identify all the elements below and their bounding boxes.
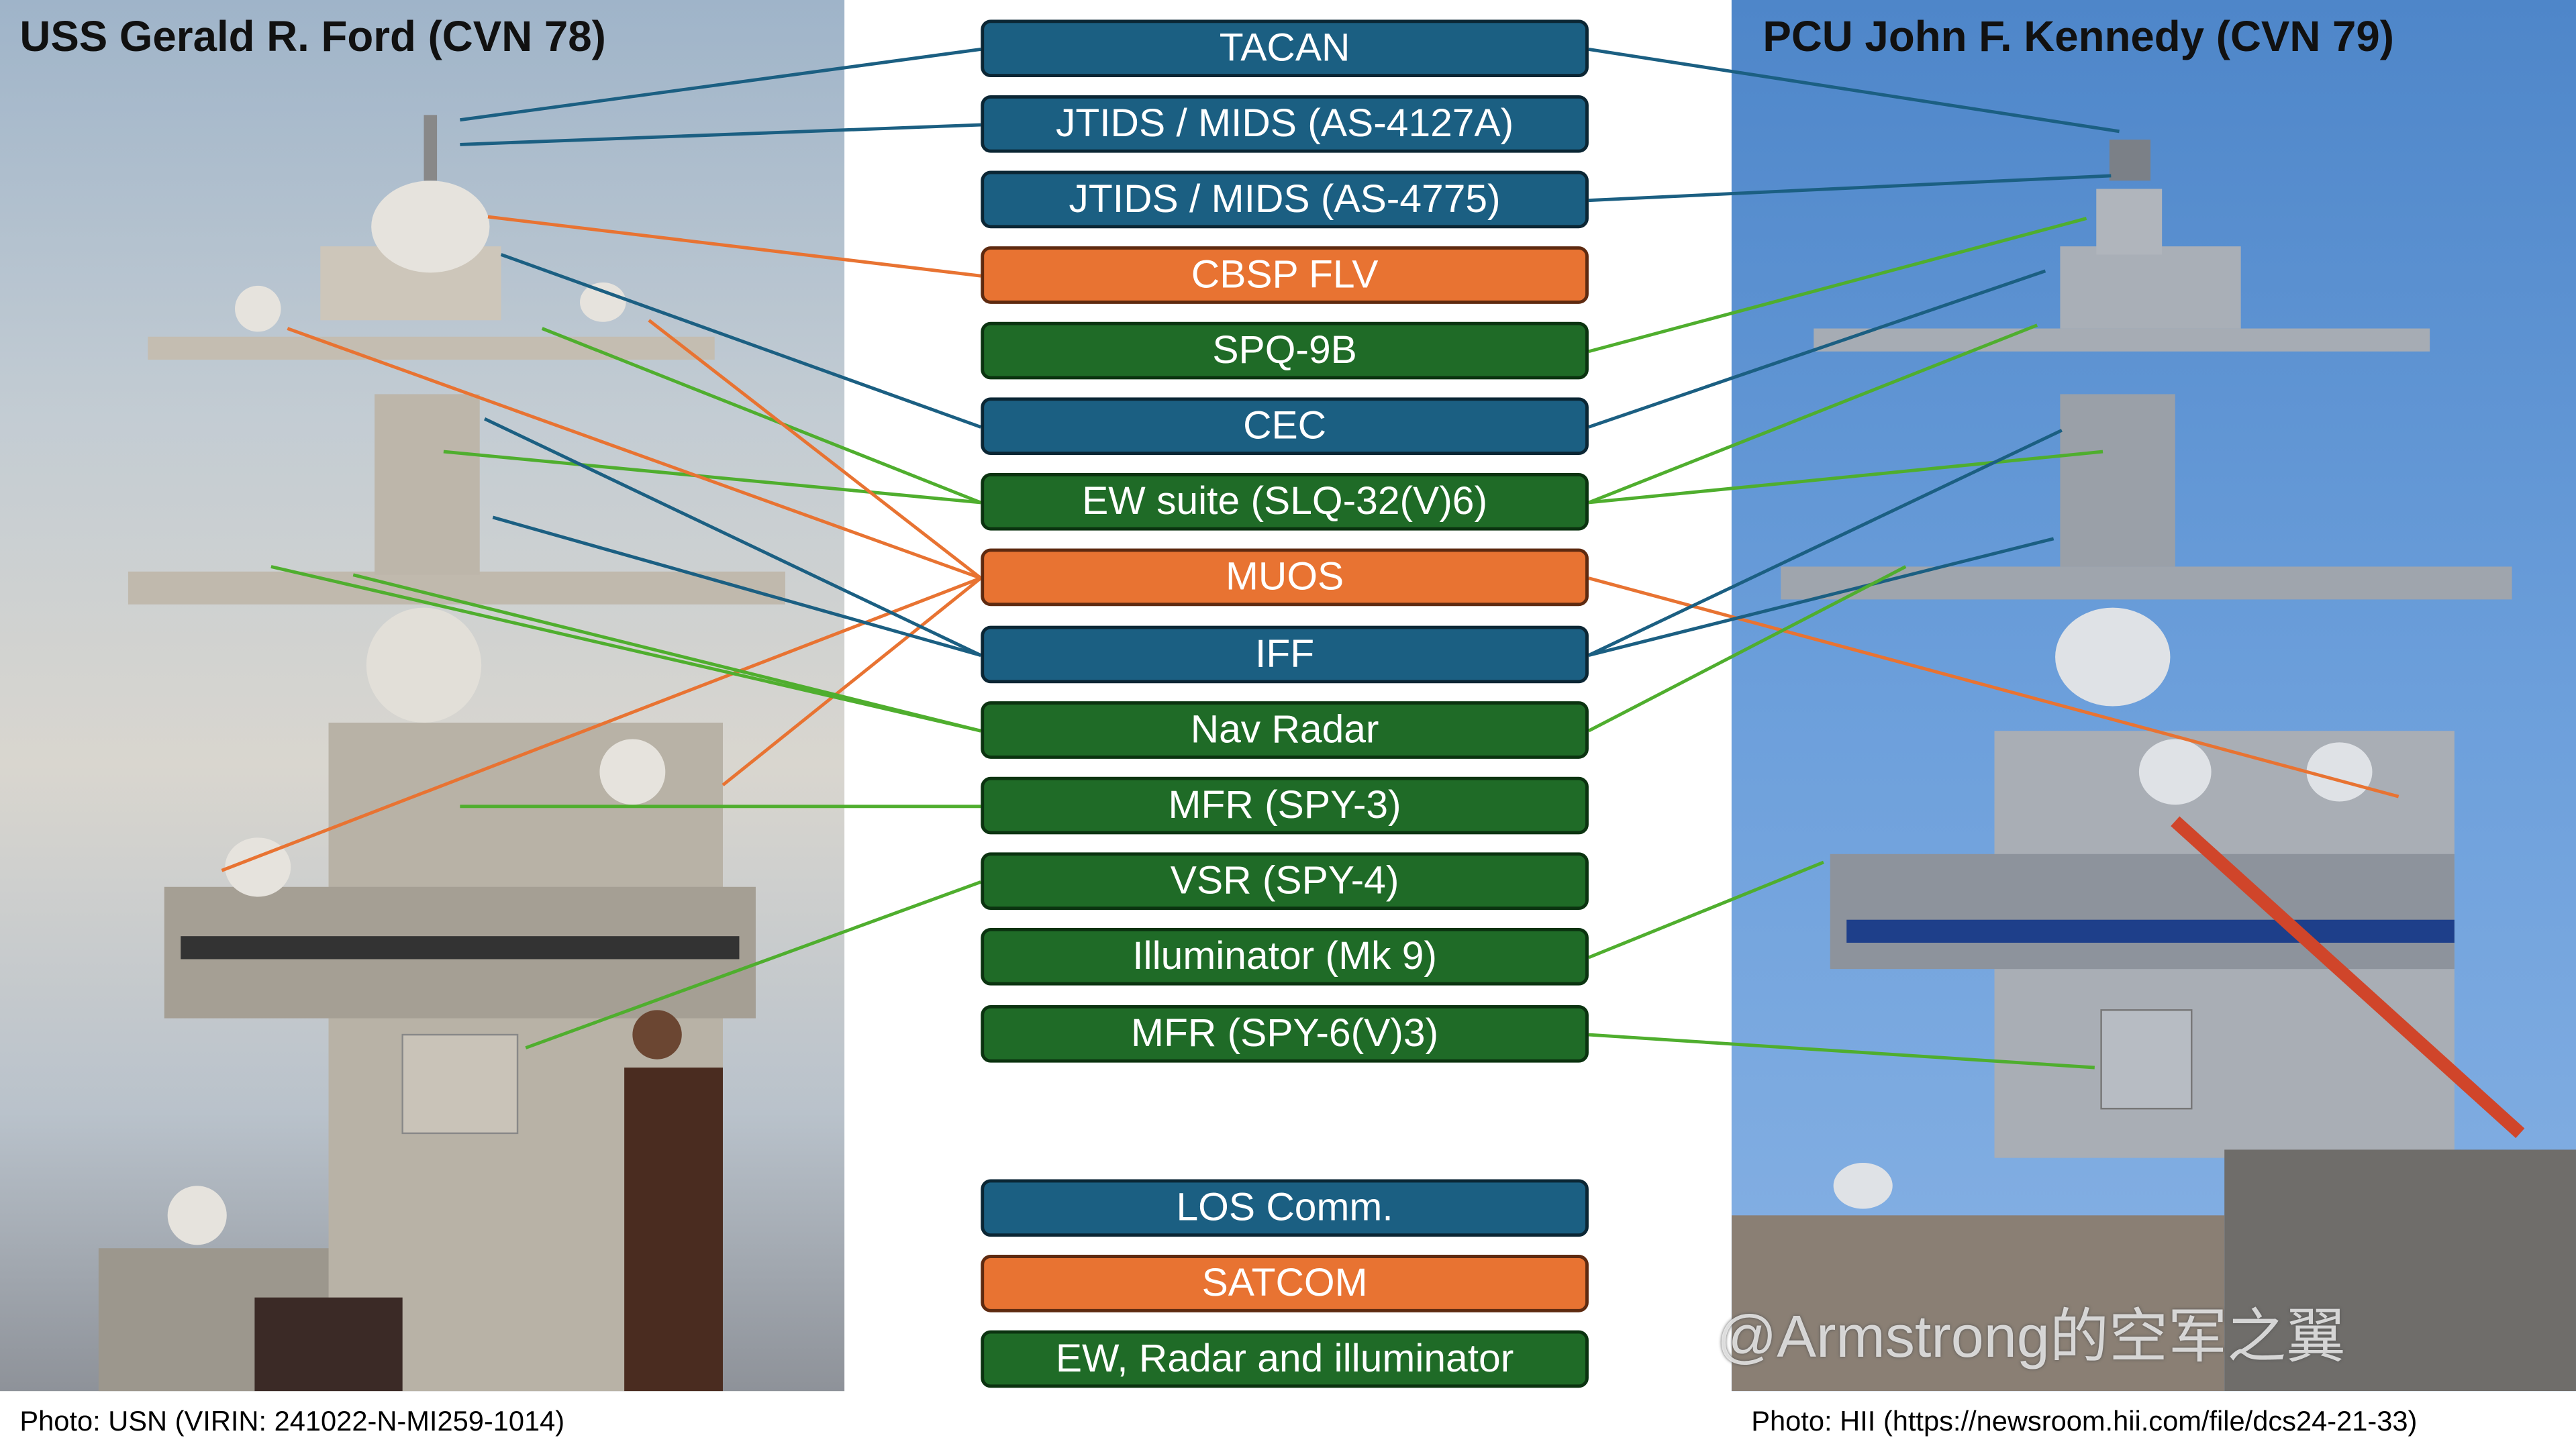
system-label-muos: MUOS [981, 548, 1589, 607]
kennedy-photo-credit: Photo: HII (https://newsroom.hii.com/fil… [1751, 1406, 2418, 1437]
kennedy-title: PCU John F. Kennedy (CVN 79) [1763, 11, 2394, 61]
system-label-jtids-mids-as-4775: JTIDS / MIDS (AS-4775) [981, 170, 1589, 229]
ford-island-photo [0, 0, 845, 1392]
kennedy-island-photo [1731, 0, 2576, 1392]
legend-item-blue: LOS Comm. [981, 1179, 1589, 1237]
system-label-illuminator-mk-9: Illuminator (Mk 9) [981, 927, 1589, 986]
system-label-nav-radar: Nav Radar [981, 701, 1589, 759]
watermark: @Armstrong的空军之翼 [1716, 1302, 2346, 1370]
kennedy-island-illustration [1731, 140, 2576, 1392]
ford-title: USS Gerald R. Ford (CVN 78) [19, 11, 606, 61]
legend-item-green: EW, Radar and illuminator [981, 1330, 1589, 1388]
system-label-jtids-mids-as-4127a: JTIDS / MIDS (AS-4127A) [981, 95, 1589, 153]
system-label-mfr-spy-3: MFR (SPY-3) [981, 776, 1589, 835]
system-label-spq-9b: SPQ-9B [981, 321, 1589, 380]
system-label-cbsp-flv: CBSP FLV [981, 246, 1589, 304]
system-label-mfr-spy-6-v-3: MFR (SPY-6(V)3) [981, 1004, 1589, 1063]
system-label-vsr-spy-4: VSR (SPY-4) [981, 852, 1589, 911]
system-label-tacan: TACAN [981, 19, 1589, 78]
legend-item-orange: SATCOM [981, 1255, 1589, 1312]
system-label-cec: CEC [981, 397, 1589, 456]
ford-photo-credit: Photo: USN (VIRIN: 241022-N-MI259-1014) [19, 1406, 565, 1437]
ford-island-illustration [98, 115, 786, 1392]
system-label-iff: IFF [981, 625, 1589, 684]
system-label-ew-suite-slq-32-v-6: EW suite (SLQ-32(V)6) [981, 472, 1589, 531]
